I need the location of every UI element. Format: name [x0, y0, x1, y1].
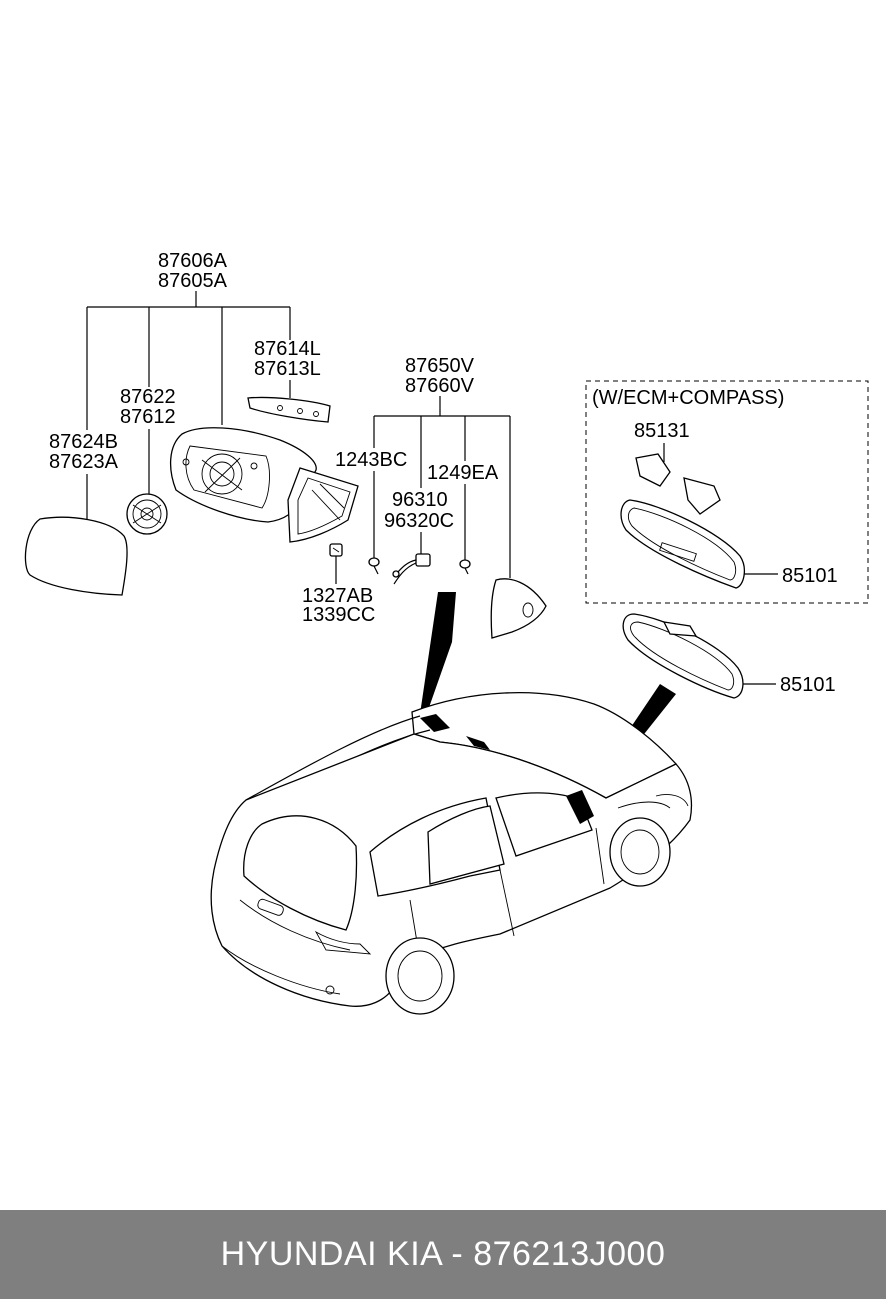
- footer-part-number: HYUNDAI KIA - 876213J000: [220, 1235, 666, 1273]
- mirror-actuator: [126, 493, 168, 535]
- label-1339CC: 1339CC: [302, 604, 375, 626]
- vehicle: [210, 692, 693, 1015]
- label-87605A: 87605A: [158, 270, 228, 292]
- label-87614L: 87614L: [254, 338, 321, 360]
- label-96320C: 96320C: [384, 510, 454, 532]
- bolt-1327AB: [329, 543, 343, 557]
- label-ecm-compass: (W/ECM+COMPASS): [592, 387, 784, 409]
- label-87660V: 87660V: [405, 375, 475, 397]
- label-87612: 87612: [120, 406, 176, 428]
- label-87606A: 87606A: [158, 250, 228, 272]
- rearview-mirror: [622, 613, 744, 699]
- mirror-glass: [24, 516, 128, 596]
- label-96310: 96310: [392, 489, 448, 511]
- inside-cover: [490, 578, 547, 639]
- label-87623A: 87623A: [49, 451, 119, 473]
- label-85101-ecm: 85101: [782, 565, 838, 587]
- pointer-left: [420, 592, 456, 716]
- side-repeater-lamp: [247, 396, 331, 423]
- wiring-harness: [392, 553, 431, 585]
- label-87622: 87622: [120, 386, 176, 408]
- label-1243BC: 1243BC: [335, 449, 407, 471]
- label-87613L: 87613L: [254, 358, 321, 380]
- label-85131: 85131: [634, 420, 690, 442]
- mirror-cover-bracket: [635, 453, 721, 515]
- mirror-base-frame: [287, 467, 359, 543]
- leader-lines-outside-mirror: [86, 291, 291, 527]
- screw-1249EA: [459, 559, 471, 575]
- label-1327AB: 1327AB: [302, 585, 373, 607]
- screw-1243BC: [368, 557, 380, 575]
- label-87650V: 87650V: [405, 355, 475, 377]
- footer-bar: HYUNDAI KIA - 876213J000: [0, 1210, 886, 1299]
- label-87624B: 87624B: [49, 431, 118, 453]
- parts-diagram: 87606A 87605A 87614L 87613L 87622 87612 …: [24, 250, 869, 1015]
- ecm-rearview-mirror: [620, 499, 746, 589]
- label-85101: 85101: [780, 674, 836, 696]
- label-1249EA: 1249EA: [427, 462, 499, 484]
- leader-lines-cover: [335, 396, 511, 584]
